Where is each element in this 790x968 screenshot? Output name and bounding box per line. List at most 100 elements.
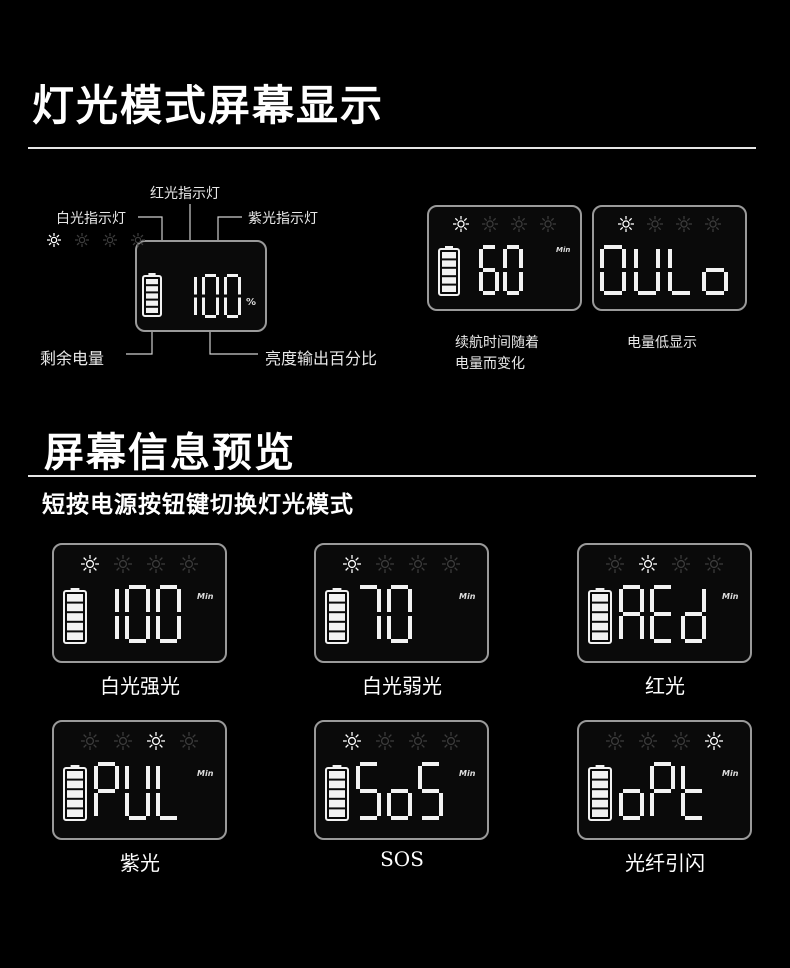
lcd-segment (685, 789, 702, 793)
lcd-segment (600, 249, 604, 268)
lcd-segment (377, 616, 381, 639)
lcd-segment (391, 789, 408, 793)
lcd-red-content: Min (588, 555, 739, 644)
section-subtitle: 短按电源按钮键切换灯光模式 (42, 492, 354, 518)
light-indicator-off-icon (442, 555, 460, 573)
light-indicator-off-icon (540, 216, 556, 232)
lcd-segment (227, 315, 238, 318)
light-indicator-on-icon (453, 216, 469, 232)
lcd-segment (638, 291, 656, 295)
battery-icon (325, 588, 349, 644)
lcd-segment (483, 245, 495, 249)
lcd-segment (125, 589, 129, 612)
lcd-segment (479, 272, 483, 291)
lcd-segment (685, 816, 702, 820)
light-indicator-on-icon (343, 555, 361, 573)
lcd-segment (654, 789, 671, 793)
lcd-segment (656, 249, 660, 268)
lcd-segment (495, 272, 499, 291)
min-unit-label: Min (197, 592, 214, 601)
lcd-segment (146, 766, 150, 789)
lcd-segment (623, 585, 640, 589)
light-indicator-on-icon (639, 555, 657, 573)
lcd-segment (503, 272, 507, 291)
percent-unit: % (246, 297, 257, 308)
lcd-segment (94, 766, 98, 789)
lcd-segment (668, 249, 672, 268)
lcd-segment (654, 612, 671, 616)
lcd-segment (146, 589, 150, 612)
label-remaining-power: 剩余电量 (40, 349, 105, 368)
light-indicator-off-icon (606, 555, 624, 573)
lcd-segment (507, 291, 519, 295)
lcd-segment (177, 589, 181, 612)
lcd-segment (656, 272, 660, 291)
light-indicator-off-icon (114, 732, 132, 750)
lcd-sos-content: Min (325, 732, 476, 821)
lcd-segment (622, 249, 626, 268)
divider (28, 147, 756, 149)
light-indicator-on-icon (343, 732, 361, 750)
lcd-segment (640, 793, 644, 816)
min-unit-label: Min (722, 769, 739, 778)
light-indicator-off-icon (511, 216, 527, 232)
battery-icon (63, 765, 87, 821)
lcd-segment (98, 762, 115, 766)
lcd-segment (706, 291, 724, 295)
lcd-segment (600, 272, 604, 291)
lcd-segment (360, 762, 377, 766)
light-indicator-off-icon (442, 732, 460, 750)
lcd-segment (115, 766, 119, 789)
lcd-segment (604, 291, 622, 295)
note-runtime: 续航时间随着 电量而变化 (455, 333, 539, 375)
lcd-segment (238, 297, 241, 315)
lcd-purple-content: Min (63, 732, 214, 821)
lcd-segment (654, 762, 671, 766)
lcd-segment (377, 793, 381, 816)
lcd-segment (681, 793, 685, 816)
lcd-segment (387, 793, 391, 816)
lcd-segment (360, 789, 377, 793)
lcd-segment (418, 766, 422, 789)
light-indicator-off-icon (376, 732, 394, 750)
lcd-segment (391, 585, 408, 589)
lcd-segment (129, 585, 146, 589)
lcd-segment (238, 277, 241, 295)
lcd-segment (622, 272, 626, 291)
light-indicator-on-icon (705, 732, 723, 750)
lcd-segment (519, 249, 523, 268)
light-indicator-off-icon (705, 216, 721, 232)
caption-sos: SOS (380, 847, 424, 871)
light-indicator-off-icon (409, 555, 427, 573)
divider (28, 475, 756, 477)
section-title-preview: 屏幕信息预览 (44, 430, 296, 476)
lcd-segment (224, 297, 227, 315)
lcd-segment (125, 793, 129, 816)
lcd-segment (619, 589, 623, 612)
lcd-segment (160, 585, 177, 589)
lcd-segment (216, 297, 219, 315)
lcd-segment (640, 616, 644, 639)
light-indicator-off-icon (376, 555, 394, 573)
lcd-segment (422, 762, 439, 766)
note-low-power: 电量低显示 (627, 335, 697, 351)
lcd-segment (216, 277, 219, 295)
lcd-segment (702, 589, 706, 612)
lcd-segment (160, 639, 177, 643)
lcd-segment (194, 277, 197, 295)
light-indicator-on-icon (47, 233, 61, 247)
lcd-segment (623, 612, 640, 616)
min-unit-label: Min (459, 592, 476, 601)
battery-icon (63, 588, 87, 644)
lcd-segment (702, 616, 706, 639)
light-indicator-off-icon (147, 555, 165, 573)
lcd-segment (391, 816, 408, 820)
light-indicator-off-icon (180, 555, 198, 573)
light-indicator-off-icon (409, 732, 427, 750)
lcd-segment (205, 315, 216, 318)
lcd-segment (619, 793, 623, 816)
lcd-segment (672, 291, 690, 295)
lcd-segment (654, 585, 671, 589)
min-unit-label: Min (197, 769, 214, 778)
